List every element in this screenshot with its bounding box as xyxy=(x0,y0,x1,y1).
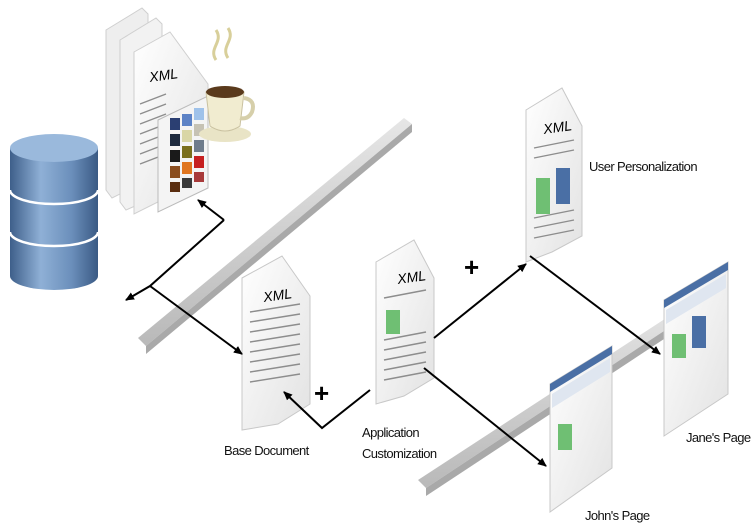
arrow-to-base-document xyxy=(149,285,243,355)
arrow-to-user-personalization xyxy=(433,263,527,339)
color-palette xyxy=(157,95,209,213)
label-johns-page: John's Page xyxy=(585,508,650,523)
plus-operator-2: + xyxy=(464,252,480,282)
application-customization-tag: XML xyxy=(395,267,427,287)
arrow-to-janes-page xyxy=(529,255,661,355)
arrow-to-xml-stack xyxy=(197,199,225,221)
base-document-icon xyxy=(241,255,311,431)
label-application-customization-line1: Application xyxy=(362,425,420,440)
coffee-cup-icon xyxy=(199,27,255,142)
database-icon xyxy=(8,134,100,290)
arrow-to-johns-page xyxy=(423,367,547,467)
connector-arrows xyxy=(125,199,661,467)
johns-page-icon xyxy=(549,345,613,513)
label-user-personalization: User Personalization xyxy=(589,159,698,174)
user-personalization-icon xyxy=(525,87,583,263)
xml-stack-tag: XML xyxy=(147,65,179,85)
label-janes-page: Jane's Page xyxy=(686,430,751,445)
user-personalization-tag: XML xyxy=(541,117,573,137)
label-base-document: Base Document xyxy=(224,443,309,458)
application-customization-icon xyxy=(375,239,435,405)
xml-document-stack xyxy=(105,7,209,215)
plus-operator-1: + xyxy=(314,378,330,408)
base-document-tag: XML xyxy=(261,285,293,305)
janes-page-icon xyxy=(663,261,729,437)
label-application-customization-line2: Customization xyxy=(362,446,437,461)
separator-wall-upper xyxy=(138,118,412,354)
arrow-to-base-from-customization xyxy=(283,389,371,430)
